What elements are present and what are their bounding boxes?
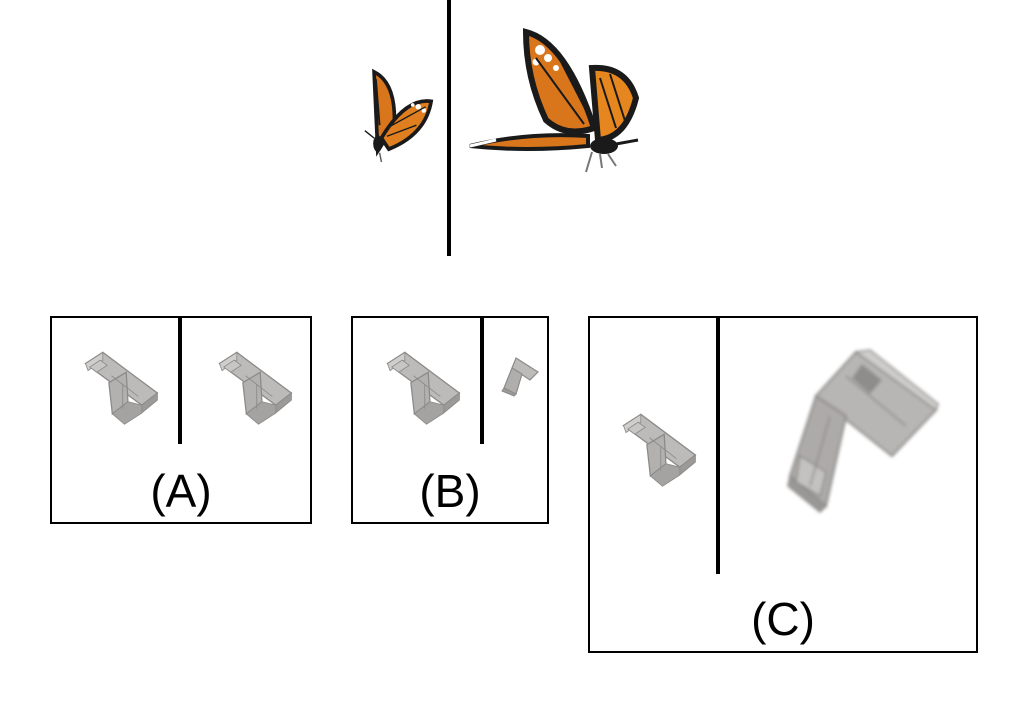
- sofa-icon: [84, 351, 159, 425]
- butterfly-icon: [363, 69, 433, 164]
- option-a-divider: [178, 318, 182, 444]
- option-b-divider: [480, 318, 484, 444]
- sofa-icon: [622, 413, 697, 487]
- option-c-divider: [716, 318, 720, 574]
- option-b-panel[interactable]: [351, 316, 549, 524]
- sofa-icon: [787, 349, 939, 514]
- butterfly-icon: [469, 28, 640, 173]
- sofa-icon: [218, 351, 293, 425]
- option-c-label: (C): [751, 593, 815, 645]
- option-b-label: (B): [419, 465, 481, 517]
- sofa-icon: [501, 357, 539, 397]
- sofa-icon: [386, 351, 461, 425]
- option-c-panel[interactable]: [588, 316, 978, 653]
- reference-divider: [447, 0, 451, 256]
- option-a-label: (A): [150, 465, 212, 517]
